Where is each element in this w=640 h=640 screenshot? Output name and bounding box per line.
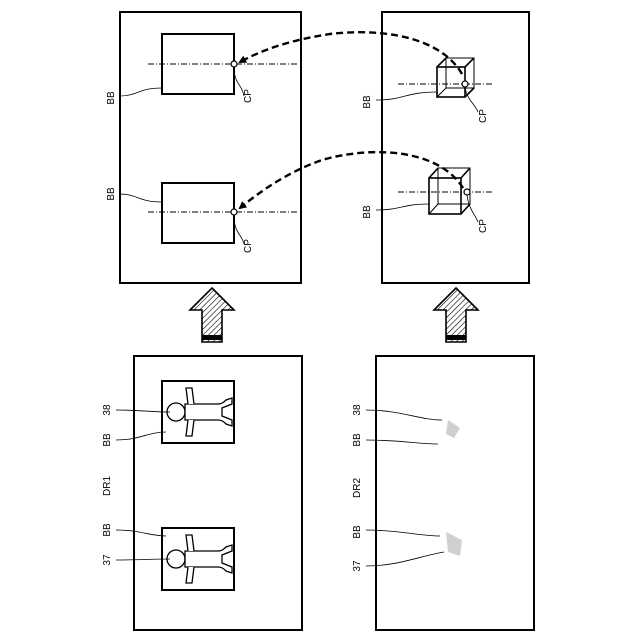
depth-image-panel-left: 38 BB DR1 BB 37 <box>102 356 302 630</box>
center-point-marker <box>464 189 470 195</box>
label-bb: BB <box>102 523 113 537</box>
bounding-box-panel-right: BB BB CP CP <box>362 12 529 283</box>
bounding-box-panel-left: BB BB CP CP <box>106 12 301 283</box>
label-cp: CP <box>243 239 254 253</box>
label-bb: BB <box>352 525 363 539</box>
label-cp: CP <box>243 89 254 103</box>
center-point-marker <box>231 61 237 67</box>
label-cp: CP <box>478 109 489 123</box>
label-38: 38 <box>102 404 113 416</box>
process-arrow-left <box>190 288 234 342</box>
bounding-box-lower-left <box>162 183 234 243</box>
label-37: 37 <box>352 560 363 572</box>
label-bb: BB <box>102 433 113 447</box>
label-bb: BB <box>106 91 117 105</box>
label-bb: BB <box>362 205 373 219</box>
label-bb: BB <box>106 187 117 201</box>
center-point-marker <box>231 209 237 215</box>
label-37: 37 <box>102 554 113 566</box>
label-dr2: DR2 <box>352 478 363 498</box>
process-arrow-right <box>434 288 478 342</box>
label-cp: CP <box>478 219 489 233</box>
label-bb: BB <box>362 95 373 109</box>
label-bb: BB <box>352 433 363 447</box>
label-dr1: DR1 <box>102 476 113 496</box>
label-38: 38 <box>352 404 363 416</box>
center-point-marker <box>462 81 468 87</box>
depth-image-panel-right: 38 BB DR2 BB 37 <box>352 356 534 630</box>
